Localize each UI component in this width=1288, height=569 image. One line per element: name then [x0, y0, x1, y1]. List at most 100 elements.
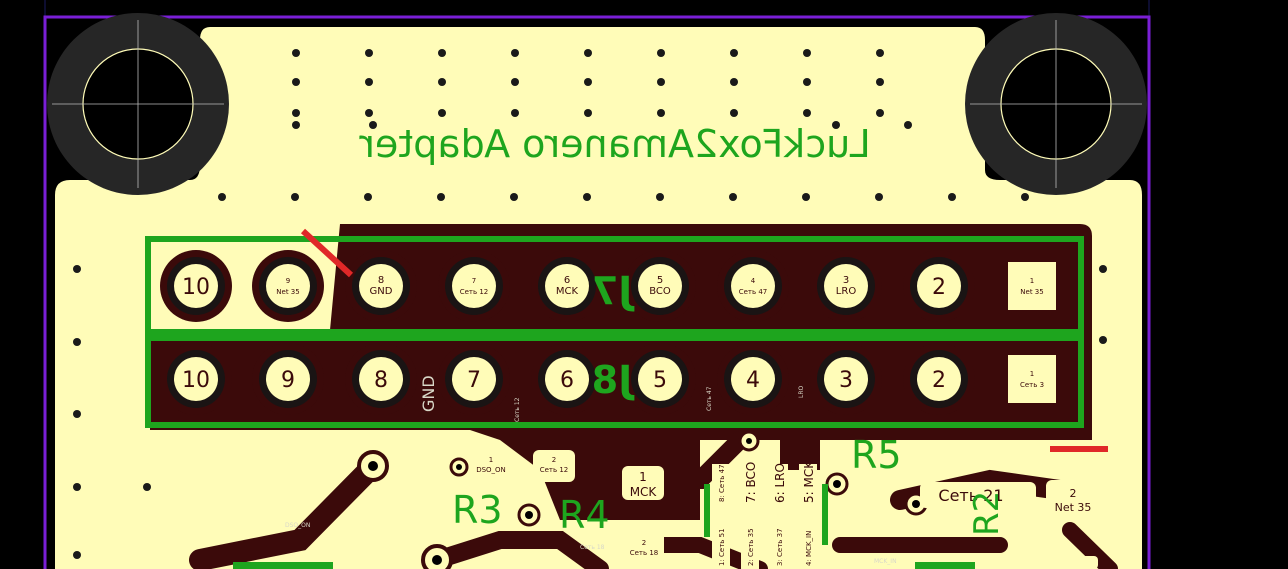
via: [73, 551, 81, 559]
via: [218, 193, 226, 201]
via: [948, 193, 956, 201]
j8-pin-8-number: 8: [374, 368, 388, 393]
red-mark-top: [300, 228, 354, 278]
pad-r4-2[interactable]: 2 Сеть 18: [624, 530, 664, 562]
ic-pin-mck-in: 4: MCK_IN: [805, 531, 813, 566]
pad-r2-1[interactable]: [1048, 556, 1098, 569]
j8-pin-4[interactable]: 4: [717, 343, 789, 415]
via: [657, 109, 665, 117]
via: [510, 193, 518, 201]
j8-pin-9[interactable]: 9: [252, 343, 324, 415]
pad-r2-2-num: 2: [1070, 487, 1077, 500]
via: [729, 193, 737, 201]
trace-label-set18: Сеть 18: [580, 544, 605, 551]
pad-dso-on-num: 1: [489, 456, 493, 464]
via: [438, 49, 446, 57]
j7-pin-1-number: 1: [1030, 277, 1034, 285]
j7-pin-5-number: 5: [657, 275, 663, 286]
r4-ref-label: R4: [559, 493, 610, 537]
via: [904, 121, 912, 129]
j8-pin-5-number: 5: [653, 368, 667, 393]
j7-pin-10[interactable]: 10: [160, 250, 232, 322]
j8-pin-10[interactable]: 10: [160, 343, 232, 415]
silk-box-bottom-left: [233, 562, 333, 569]
j7-pin-1-net: Net 35: [1020, 288, 1043, 296]
j7-pin-8-number: 8: [378, 275, 384, 286]
j7-pin-4-net: Сеть 47: [739, 288, 768, 296]
via: [438, 78, 446, 86]
via: [584, 109, 592, 117]
pad-r4-1[interactable]: 1 MCK: [622, 466, 664, 500]
via: [511, 78, 519, 86]
ic-pads[interactable]: [712, 464, 817, 569]
pad-r2-net[interactable]: Сеть 21: [920, 482, 1036, 508]
via-stitching: [73, 49, 1107, 559]
ic-pin-mck: 5: MCK: [802, 460, 816, 503]
j8-pin-2[interactable]: 2: [903, 343, 975, 415]
via: [364, 193, 372, 201]
mounting-hole-left: [47, 13, 229, 195]
via: [369, 121, 377, 129]
via: [657, 49, 665, 57]
j7-pin-5-net: BCO: [649, 286, 671, 297]
j7-pin-8-net: GND: [370, 286, 393, 297]
via: [73, 265, 81, 273]
j7-pin-7-net: Сеть 12: [460, 288, 489, 296]
j8-pin-3[interactable]: 3: [810, 343, 882, 415]
pad-r4-1-num: 1: [639, 470, 647, 484]
via: [876, 49, 884, 57]
j8-pin-5[interactable]: 5: [624, 343, 696, 415]
pad-r2-2[interactable]: 2 Net 35: [1046, 480, 1100, 518]
via: [657, 78, 665, 86]
via: [802, 193, 810, 201]
j8-pin-7[interactable]: 7: [438, 343, 510, 415]
via: [1099, 336, 1107, 344]
pad-r3-2[interactable]: 2 Сеть 12: [533, 450, 575, 482]
via: [584, 49, 592, 57]
silk-box-bottom-right: [915, 562, 975, 569]
j8-pin-8[interactable]: 8: [345, 343, 417, 415]
via: [73, 483, 81, 491]
trace-label-set12: Сеть 12: [514, 397, 521, 422]
via: [803, 49, 811, 57]
pad-dso-on-net: DSO_ON: [476, 466, 506, 474]
j7-pin-2[interactable]: 2: [903, 250, 975, 322]
j8-pin-9-number: 9: [281, 368, 295, 393]
ic-pin-lro: 6: LRO: [773, 463, 787, 503]
ic-pin-set35: 2: Сеть 35: [747, 528, 755, 566]
via: [803, 78, 811, 86]
via: [365, 109, 373, 117]
board-title: LuckFox2Amanero Adapter: [359, 122, 871, 166]
via: [876, 109, 884, 117]
via: [1021, 193, 1029, 201]
via: [143, 483, 151, 491]
via: [511, 49, 519, 57]
via-lower-left: [357, 430, 928, 569]
via: [73, 338, 81, 346]
pad-r3-2-net: Сеть 12: [540, 466, 569, 474]
j7-pin-3-number: 3: [843, 275, 849, 286]
mounting-hole-right: [965, 13, 1147, 195]
via: [365, 78, 373, 86]
pad-dso-on[interactable]: 1 DSO_ON: [470, 450, 512, 482]
trace-label-mck-in: MCK_IN: [874, 558, 897, 565]
trace-label-lro: LRO: [798, 385, 805, 398]
j8-pin-6[interactable]: 6: [531, 343, 603, 415]
via: [437, 193, 445, 201]
j8-ref-label: J8: [592, 358, 636, 402]
via: [876, 78, 884, 86]
gnd-label: GND: [419, 375, 438, 412]
via: [656, 193, 664, 201]
